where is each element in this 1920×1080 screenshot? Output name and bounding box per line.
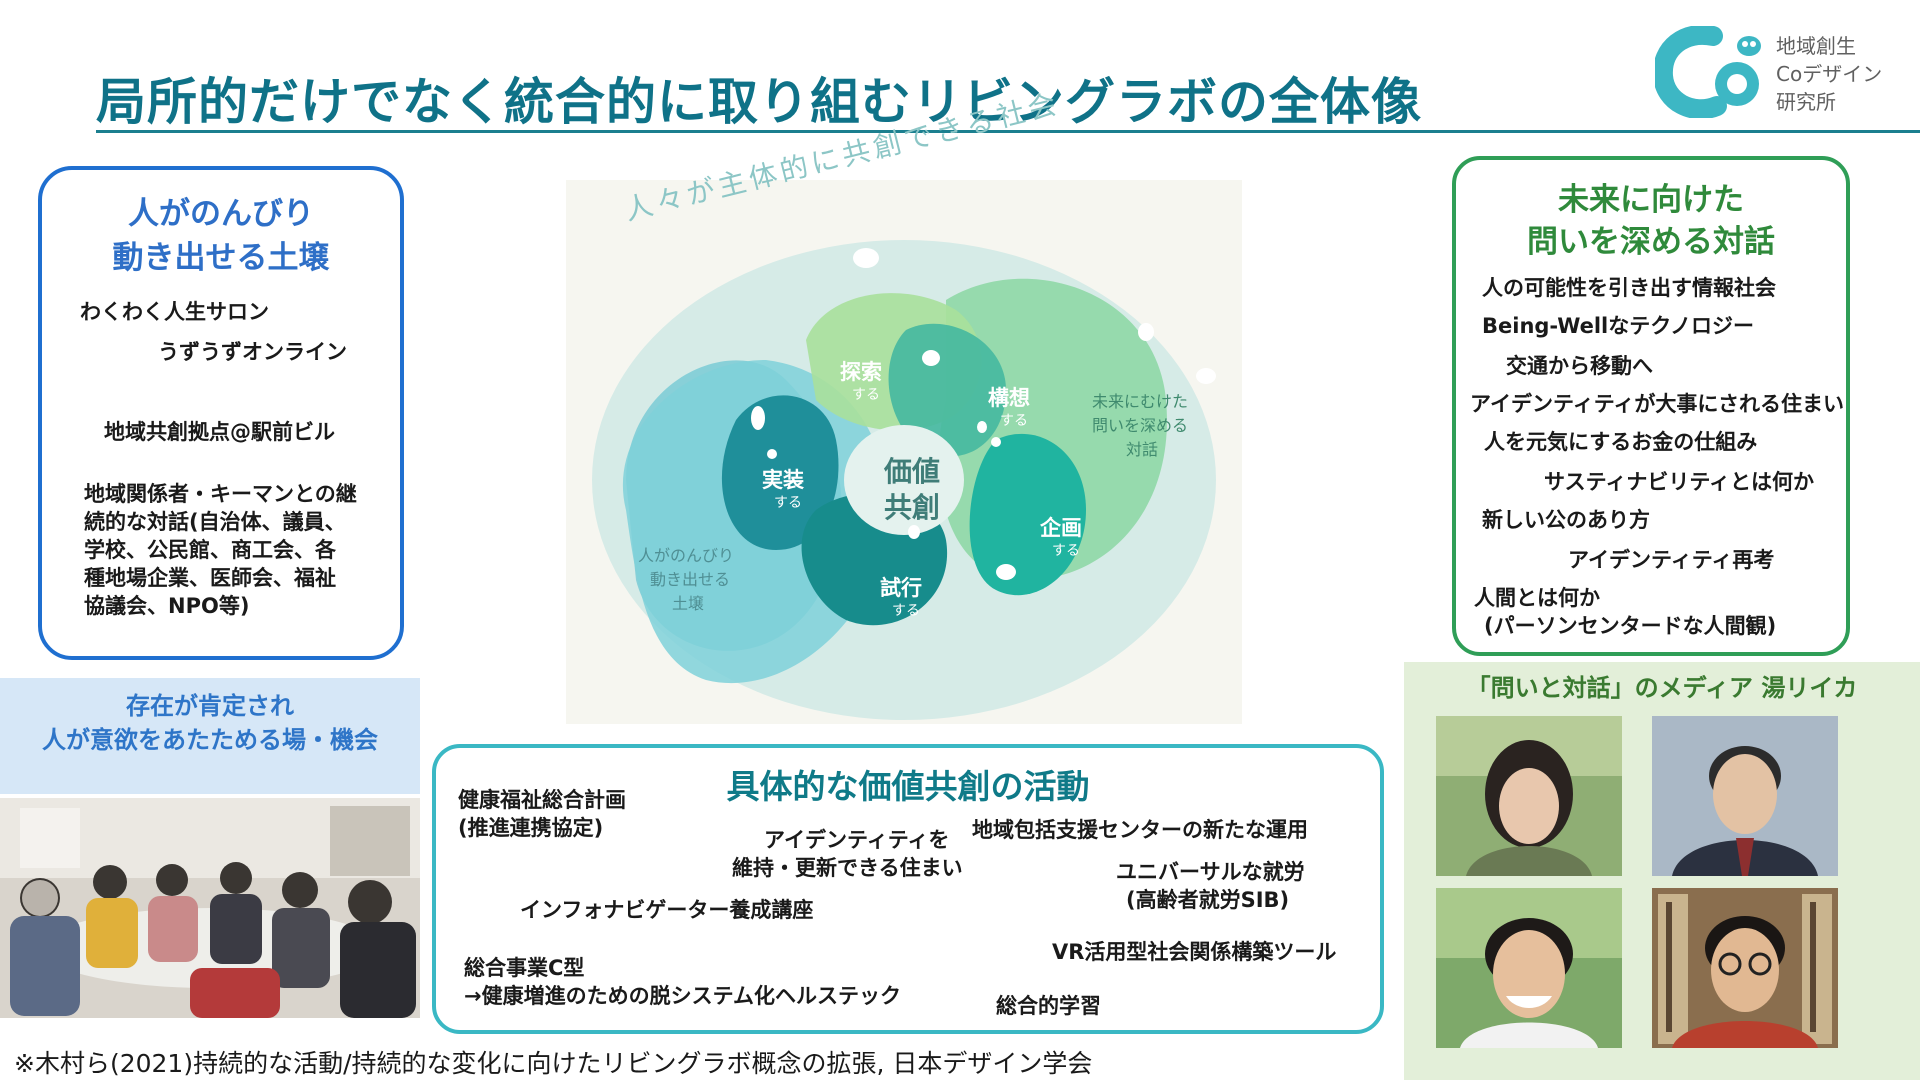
logo-text-line: 地域創生: [1776, 34, 1856, 58]
diagram-soil-text: 人がのんびり: [638, 546, 735, 565]
soil-item-line: 協議会、NPO等): [84, 594, 250, 618]
diagram-node-label: 試行: [880, 576, 922, 600]
activity-item: 維持・更新できる住まい: [732, 856, 963, 880]
activity-item: 総合事業C型: [464, 956, 585, 980]
activity-item: アイデンティティを: [764, 828, 950, 852]
soil-item-line: 続的な対話(自治体、議員、: [84, 510, 346, 534]
soil-item-line: 種地場企業、医師会、福祉: [84, 566, 336, 590]
title-divider: [96, 130, 1920, 133]
dialogue-item: 新しい公のあり方: [1482, 508, 1650, 532]
activity-item: (高齢者就労SIB): [1126, 888, 1290, 912]
dialogue-item: アイデンティティ再考: [1568, 548, 1775, 572]
affirmation-banner: [0, 678, 420, 794]
soil-box: [38, 166, 404, 660]
soil-box-title: 動き出せる土壌: [112, 240, 330, 276]
soil-box-title: 人がのんびり: [128, 196, 314, 232]
activity-item: 健康福祉総合計画: [458, 788, 626, 812]
dialogue-item: サスティナビリティとは何か: [1544, 470, 1815, 494]
activity-item: 地域包括支援センターの新たな運用: [972, 818, 1308, 842]
activities-box: [432, 744, 1384, 1034]
soil-item: 地域共創拠点@駅前ビル: [104, 420, 335, 444]
soil-item: うずうずオンライン: [158, 340, 347, 364]
dialogue-item: 交通から移動へ: [1506, 354, 1653, 378]
dialogue-item: Being-Wellなテクノロジー: [1482, 314, 1754, 338]
diagram-node-sub: する: [892, 603, 920, 619]
soil-item-line: 地域関係者・キーマンとの継: [84, 482, 357, 506]
value-cocreation-diagram: 人々が主体的に共創できる社会 価値 共創 探索 する 構想 する 実装 する 企…: [566, 87, 1242, 724]
diagram-future-text: 問いを深める: [1092, 416, 1189, 435]
diagram-node-label: 構想: [988, 386, 1030, 410]
diagram-soil-text: 土壌: [672, 594, 705, 613]
soil-item-line: 学校、公民館、商工会、各: [84, 538, 336, 562]
portrait-photo: [1436, 888, 1622, 1048]
dialogue-item: アイデンティティが大事にされる住まい: [1470, 392, 1845, 416]
soil-item: わくわく人生サロン: [80, 300, 269, 324]
activity-item: インフォナビゲーター養成講座: [520, 898, 814, 922]
diagram-node-sub: する: [852, 387, 880, 403]
logo-icon: [1655, 26, 1761, 118]
diagram-center-label: 価値: [884, 455, 941, 488]
diagram-node-sub: する: [774, 495, 802, 511]
diagram-future-text: 未来にむけた: [1092, 392, 1189, 411]
dialogue-box: [1452, 156, 1850, 656]
activity-item: (推進連携協定): [458, 816, 604, 840]
dialogue-box-title: 問いを深める対話: [1527, 224, 1775, 260]
activities-title: 具体的な価値共創の活動: [726, 767, 1090, 806]
dialogue-item: 人間とは何か: [1474, 586, 1600, 610]
media-title: 「問いと対話」のメディア 湯リイカ: [1466, 674, 1858, 702]
diagram-node-label: 実装: [762, 468, 804, 492]
portrait-photo: [1652, 888, 1838, 1048]
logo-text-line: 研究所: [1776, 90, 1836, 114]
diagram-soil-text: 動き出せる: [650, 570, 731, 589]
activity-item: →健康増進のための脱システム化ヘルステック: [464, 984, 901, 1008]
activity-item: 総合的学習: [996, 994, 1101, 1018]
diagram-center-label: 共創: [884, 491, 941, 524]
activity-item: ユニバーサルな就労: [1116, 860, 1305, 884]
citation-footnote: ※木村ら(2021)持続的な活動/持続的な変化に向けたリビングラボ概念の拡張, …: [14, 1049, 1093, 1078]
dialogue-item: 人の可能性を引き出す情報社会: [1482, 276, 1776, 300]
workshop-photo: [0, 798, 420, 1018]
affirmation-banner-text: 人が意欲をあたためる場・機会: [42, 726, 378, 754]
page-title: 局所的だけでなく統合的に取り組むリビングラボの全体像: [96, 73, 1422, 131]
diagram-node-sub: する: [1000, 413, 1028, 429]
activity-item: VR活用型社会関係構築ツール: [1052, 940, 1337, 964]
diagram-node-label: 探索: [840, 360, 882, 384]
affirmation-banner-text: 存在が肯定され: [126, 692, 294, 720]
dialogue-item: 人を元気にするお金の仕組み: [1484, 430, 1758, 454]
diagram-future-text: 対話: [1126, 440, 1159, 459]
dialogue-item: (パーソンセンタードな人間観): [1484, 614, 1777, 638]
logo-text-line: Coデザイン: [1776, 62, 1883, 86]
portrait-photo: [1436, 716, 1622, 876]
diagram-node-label: 企画: [1040, 516, 1082, 540]
diagram-node-sub: する: [1052, 543, 1080, 559]
dialogue-box-title: 未来に向けた: [1558, 182, 1744, 218]
portrait-photo: [1652, 716, 1838, 876]
